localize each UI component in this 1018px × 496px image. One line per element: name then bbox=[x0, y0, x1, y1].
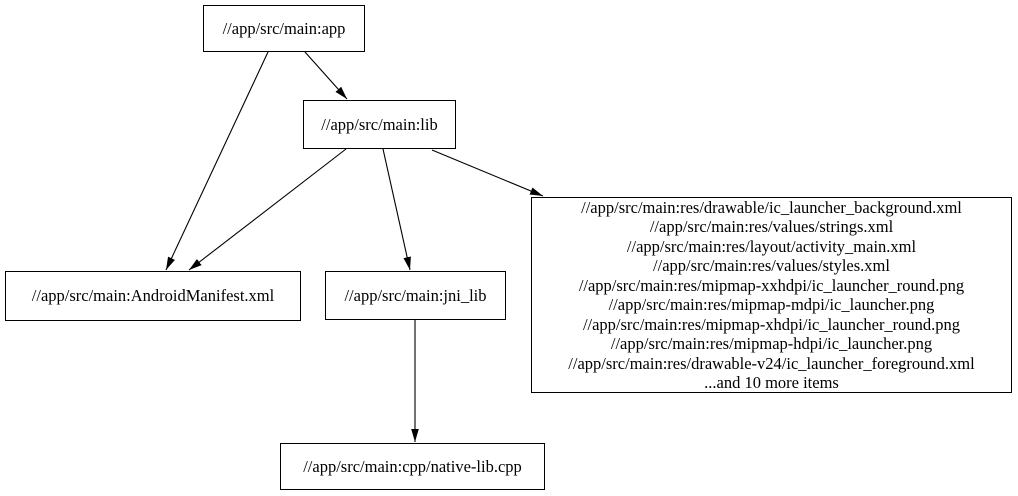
node-native-lib-cpp: //app/src/main:cpp/native-lib.cpp bbox=[280, 443, 545, 490]
node-app-label: //app/src/main:app bbox=[222, 18, 346, 38]
res-file-item: //app/src/main:res/mipmap-xxhdpi/ic_laun… bbox=[578, 275, 965, 295]
node-jni-lib: //app/src/main:jni_lib bbox=[325, 271, 506, 320]
node-lib-label: //app/src/main:lib bbox=[321, 114, 438, 134]
res-file-more-items: ...and 10 more items bbox=[704, 373, 839, 392]
edge-app-to-lib bbox=[304, 51, 348, 100]
node-android-manifest: //app/src/main:AndroidManifest.xml bbox=[5, 271, 301, 321]
edge-lib-to-manifest bbox=[188, 148, 347, 271]
edge-lib-to-jni-lib bbox=[382, 148, 411, 271]
res-file-item: //app/src/main:res/mipmap-hdpi/ic_launch… bbox=[610, 334, 933, 353]
node-lib: //app/src/main:lib bbox=[303, 100, 456, 149]
node-android-manifest-label: //app/src/main:AndroidManifest.xml bbox=[31, 286, 275, 306]
edge-app-to-manifest bbox=[165, 51, 269, 271]
res-file-list: //app/src/main:res/drawable/ic_launcher_… bbox=[568, 198, 974, 393]
node-res-file-group: //app/src/main:res/drawable/ic_launcher_… bbox=[531, 197, 1012, 393]
node-app: //app/src/main:app bbox=[203, 5, 365, 52]
res-file-item: //app/src/main:res/values/strings.xml bbox=[649, 217, 894, 236]
res-file-item: //app/src/main:res/values/styles.xml bbox=[653, 256, 890, 275]
edge-lib-to-res-files bbox=[431, 149, 544, 197]
res-file-item: //app/src/main:res/mipmap-xhdpi/ic_launc… bbox=[582, 314, 961, 334]
res-file-item: //app/src/main:res/drawable/ic_launcher_… bbox=[581, 197, 962, 217]
node-jni-lib-label: //app/src/main:jni_lib bbox=[344, 285, 487, 305]
res-file-item: //app/src/main:res/layout/activity_main.… bbox=[626, 236, 917, 256]
res-file-item: //app/src/main:res/drawable-v24/ic_launc… bbox=[568, 353, 975, 373]
res-file-item: //app/src/main:res/mipmap-mdpi/ic_launch… bbox=[608, 295, 935, 314]
node-native-lib-cpp-label: //app/src/main:cpp/native-lib.cpp bbox=[303, 456, 522, 476]
